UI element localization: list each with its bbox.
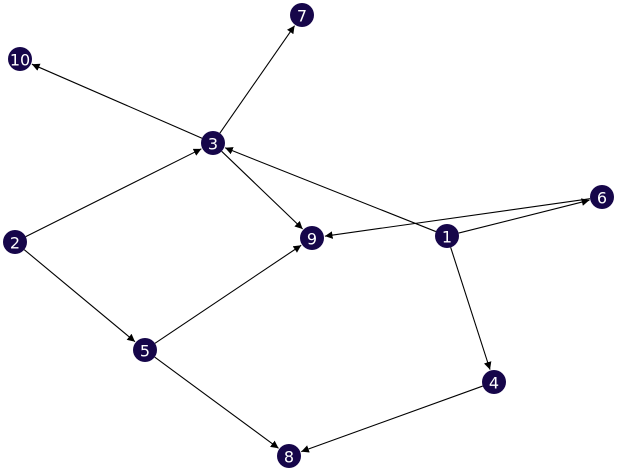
node-label: 1 bbox=[442, 228, 452, 247]
node-label: 9 bbox=[307, 230, 317, 249]
node-2: 2 bbox=[3, 230, 27, 254]
node-label: 2 bbox=[10, 234, 20, 253]
node-7: 7 bbox=[290, 3, 314, 27]
node-8: 8 bbox=[277, 444, 301, 468]
node-label: 7 bbox=[297, 7, 307, 26]
node-circle bbox=[482, 370, 506, 394]
node-label: 4 bbox=[489, 374, 499, 393]
node-label: 6 bbox=[597, 189, 607, 208]
edges-layer bbox=[23, 25, 591, 453]
node-circle bbox=[133, 338, 157, 362]
node-circle bbox=[435, 224, 459, 248]
edge-2-to-3 bbox=[25, 148, 202, 238]
edge-3-to-7 bbox=[219, 25, 296, 134]
node-10: 10 bbox=[8, 47, 32, 71]
node-label: 5 bbox=[140, 342, 150, 361]
node-4: 4 bbox=[482, 370, 506, 394]
nodes-layer: 1 2 3 4 5 6 7 8 9 10 bbox=[3, 3, 614, 468]
node-circle bbox=[201, 131, 225, 155]
node-label: 3 bbox=[208, 135, 218, 154]
edge-4-to-8 bbox=[301, 385, 483, 453]
node-label: 8 bbox=[284, 448, 294, 467]
edge-3-to-9 bbox=[221, 150, 304, 230]
node-circle bbox=[290, 3, 314, 27]
edge-5-to-9 bbox=[154, 244, 302, 344]
node-circle bbox=[277, 444, 301, 468]
node-circle bbox=[590, 185, 614, 209]
node-1: 1 bbox=[435, 224, 459, 248]
edge-1-to-4 bbox=[450, 247, 492, 370]
node-label: 10 bbox=[10, 51, 30, 70]
node-circle bbox=[3, 230, 27, 254]
node-5: 5 bbox=[133, 338, 157, 362]
node-circle bbox=[300, 226, 324, 250]
node-9: 9 bbox=[300, 226, 324, 250]
edge-5-to-8 bbox=[154, 356, 279, 449]
node-6: 6 bbox=[590, 185, 614, 209]
edge-1-to-3 bbox=[224, 147, 437, 233]
edge-2-to-5 bbox=[23, 249, 136, 343]
edge-6-to-9 bbox=[324, 198, 591, 239]
node-3: 3 bbox=[201, 131, 225, 155]
node-circle bbox=[8, 47, 32, 71]
edge-3-to-10 bbox=[31, 63, 203, 139]
edge-1-to-6 bbox=[458, 198, 590, 234]
